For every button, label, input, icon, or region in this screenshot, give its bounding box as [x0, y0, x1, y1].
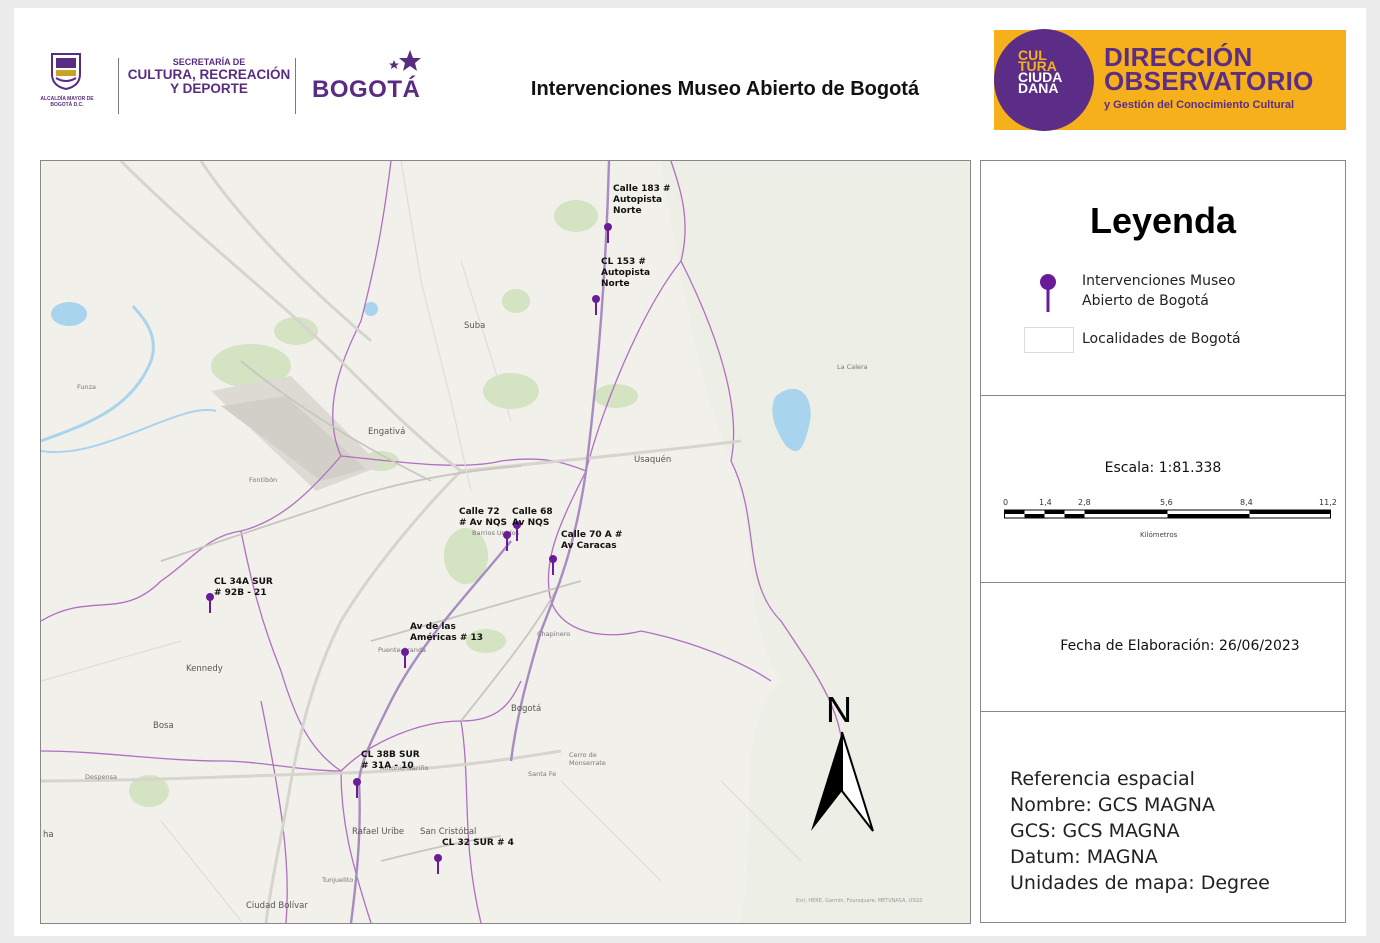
scale-unit: Kilómetros [1140, 531, 1178, 539]
cultura-ciudadana-logo: CUL TURA CIUDA DANA [1018, 47, 1063, 96]
label-cl-153: CL 153 # Autopista Norte [601, 257, 651, 289]
place-la-calera: La Calera [837, 363, 868, 371]
legend-item-intervenciones: Intervenciones Museo Abierto de Bogotá [1082, 273, 1236, 309]
page-title: Intervenciones Museo Abierto de Bogotá [530, 78, 920, 100]
label-av-americas: Av de las Américas # 13 [410, 622, 484, 643]
scale-bar [1004, 509, 1331, 519]
place-tunjuelito: Tunjuelito [322, 876, 354, 884]
referencia-unidades: Unidades de mapa: Degree [1010, 872, 1270, 894]
header-divider [118, 58, 119, 114]
referencia-panel [980, 711, 1346, 923]
direccion-line2: OBSERVATORIO [1104, 66, 1314, 96]
alcaldia-caption: ALCALDÍA MAYOR DE BOGOTÁ D.C. [40, 96, 94, 108]
label-cl-32-sur: CL 32 SUR # 4 [442, 838, 514, 848]
legend-panel [980, 160, 1346, 396]
scale-tick-0: 0 [1003, 498, 1009, 507]
referencia-nombre: Nombre: GCS MAGNA [1010, 794, 1216, 816]
place-san-cristobal: San Cristóbal [420, 827, 477, 837]
header-divider-2 [295, 58, 296, 114]
scale-tick-5: 11,2 [1319, 498, 1337, 507]
label-calle-68: Calle 68 Av NQS [512, 507, 553, 528]
place-engativa: Engativá [368, 427, 406, 437]
map-attribution: Esri, HERE, Garmin, Foursquare, METI/NAS… [796, 898, 923, 904]
label-calle-70a: Calle 70 A # Av Caracas [561, 530, 623, 551]
place-bosa: Bosa [153, 721, 174, 731]
place-ciudad-bolivar: Ciudad Bolívar [246, 901, 308, 911]
place-suba: Suba [464, 321, 486, 331]
place-despensa: Despensa [85, 773, 118, 781]
label-calle-72: Calle 72 # Av NQS [459, 507, 507, 528]
bogota-logo: BOGOTÁ [312, 76, 421, 103]
scale-panel [980, 395, 1346, 583]
secretaria-top: SECRETARÍA DE [172, 57, 246, 67]
map-frame[interactable]: Suba Funza Engativá Fontibón Usaquén La … [40, 160, 971, 924]
place-funza: Funza [77, 383, 97, 391]
north-arrow-icon [811, 731, 874, 832]
alcaldia-escudo-icon [51, 53, 81, 90]
fecha-elaboracion: Fecha de Elaboración: 26/06/2023 [1060, 638, 1300, 654]
place-chapinero: Chapinero [537, 630, 571, 638]
scale-tick-2: 2,8 [1078, 498, 1091, 507]
place-rafael-uribe: Rafael Uribe [352, 827, 405, 837]
scale-tick-1: 1,4 [1039, 498, 1052, 507]
place-bogota: Bogotá [511, 704, 542, 714]
secretaria-line1: CULTURA, RECREACIÓN [127, 67, 291, 82]
place-kennedy: Kennedy [186, 664, 223, 674]
cultura-ciudadana-circle [994, 29, 1094, 131]
cul-text: CUL [1018, 47, 1047, 63]
place-usaquen: Usaquén [634, 455, 672, 465]
place-fontibon: Fontibón [249, 476, 278, 484]
place-puente-aranda: Puente Aranda [378, 646, 426, 654]
referencia-datum: Datum: MAGNA [1010, 846, 1158, 868]
north-letter: N [826, 689, 852, 730]
secretaria-line2: Y DEPORTE [170, 81, 248, 96]
dana-text: DANA [1018, 80, 1059, 96]
scale-title: Escala: 1:81.338 [1104, 460, 1222, 476]
direccion-title: DIRECCIÓN OBSERVATORIO [1104, 42, 1314, 96]
ciuda-text: CIUDA [1018, 69, 1063, 85]
star-logo-icon [389, 50, 421, 71]
referencia-title: Referencia espacial [1010, 768, 1195, 790]
place-cerro-monserrate: Cerro de Monserrate [569, 751, 606, 767]
place-antonio-narino: Antonio Nariño [380, 764, 429, 772]
scale-tick-3: 5,6 [1160, 498, 1173, 507]
label-cl-38b-sur: CL 38B SUR # 31A - 10 [361, 750, 420, 771]
label-calle-183: Calle 183 # Autopista Norte [613, 184, 671, 216]
tura-text: TURA [1018, 58, 1057, 74]
scale-tick-4: 8,4 [1240, 498, 1253, 507]
place-santa-fe: Santa Fe [528, 770, 557, 778]
referencia-gcs: GCS: GCS MAGNA [1010, 820, 1180, 842]
legend-title: Leyenda [1089, 200, 1237, 241]
place-ha: ha [43, 830, 54, 840]
polygon-swatch-icon [1024, 327, 1074, 353]
label-cl-34a-sur: CL 34A SUR # 92B - 21 [214, 577, 273, 598]
direccion-line1: DIRECCIÓN [1104, 42, 1253, 72]
basemap [41, 161, 970, 923]
legend-item-localidades: Localidades de Bogotá [1082, 331, 1241, 347]
fecha-panel [980, 582, 1346, 712]
place-barrios-unidos: Barrios Unidos [472, 529, 520, 537]
direccion-subtitle: y Gestión del Conocimiento Cultural [1104, 99, 1295, 111]
purple-pin-icon [1040, 274, 1056, 312]
